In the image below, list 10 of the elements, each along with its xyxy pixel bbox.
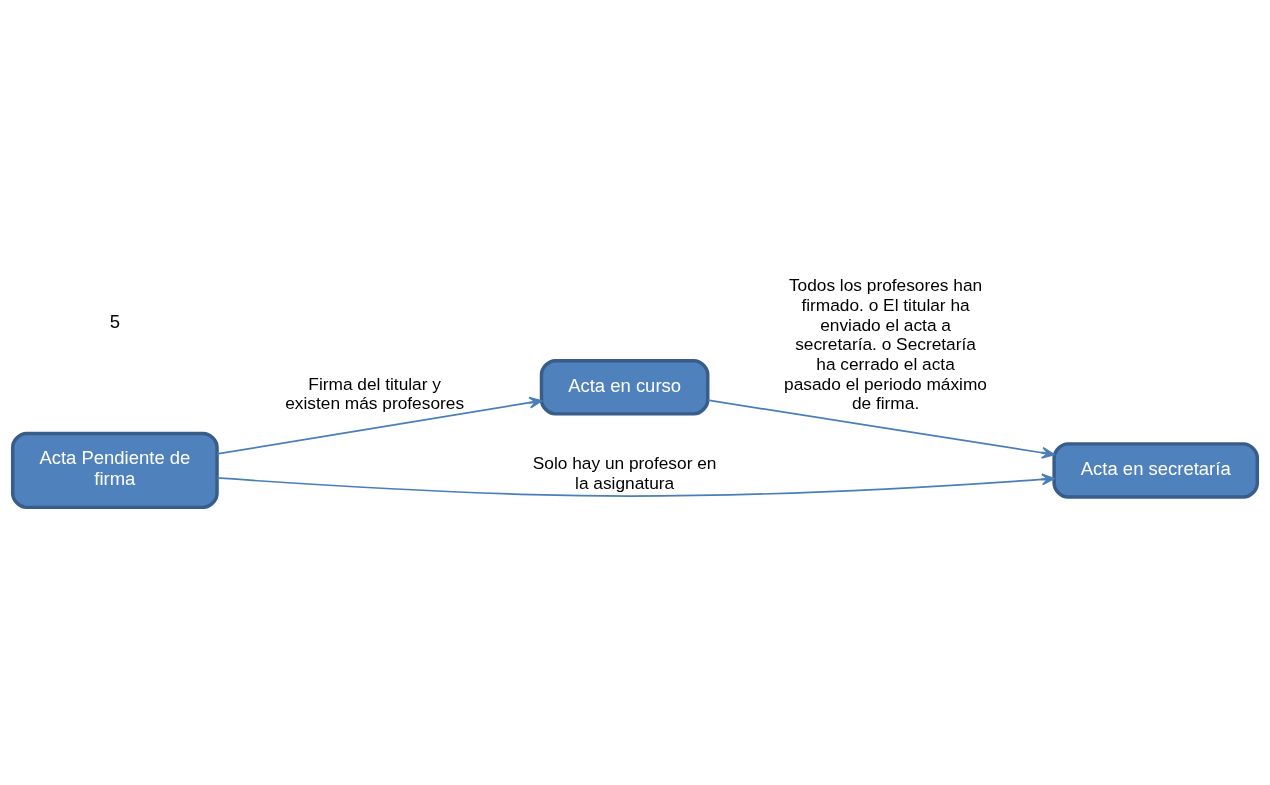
arrow	[216, 473, 1055, 497]
edge-label: Todos los profesores han firmado. o El titular ha enviado el acta a secretaría. o Secretaría ha cerrado el acta pasado el periodo máximo de firma.	[784, 275, 987, 414]
arrow	[216, 396, 543, 455]
edge-label: Solo hay un profesor en la asignatura	[532, 453, 717, 493]
node-box: Acta Pendiente de firma	[10, 431, 219, 510]
node-box: Acta en curso	[539, 359, 710, 416]
arrow	[706, 399, 1055, 459]
node-box: Acta en secretaría	[1052, 442, 1260, 499]
edge-label: Firma del titular y existen más profesores	[285, 373, 465, 414]
label: 5	[109, 311, 120, 333]
